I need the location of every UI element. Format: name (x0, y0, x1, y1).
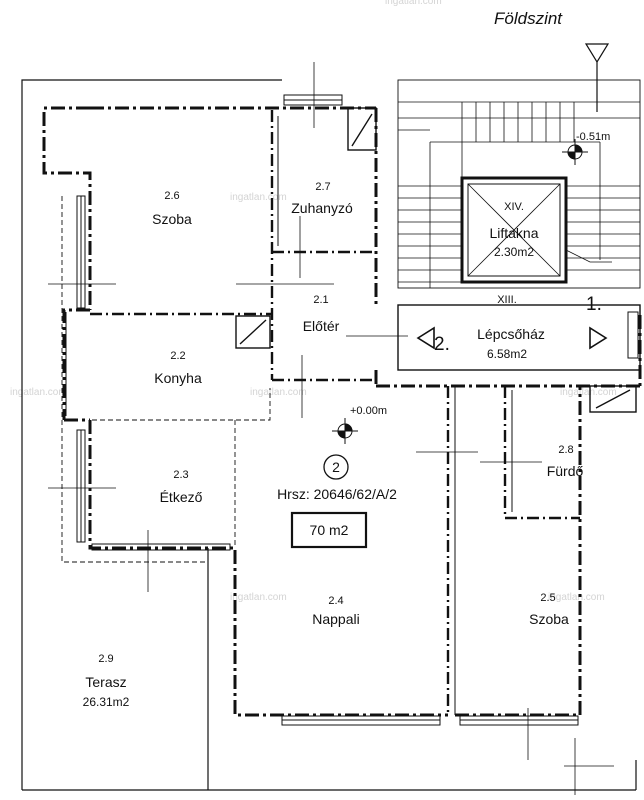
room-2-9-area: 26.31m2 (83, 695, 130, 709)
room-2-7-name: Zuhanyzó (291, 200, 353, 216)
stair-arrow-right-label: 1. (586, 294, 602, 315)
room-2-8-name: Fürdő (547, 463, 584, 479)
room-2-8-number: 2.8 (558, 444, 573, 456)
lift-name: Liftakna (489, 225, 538, 241)
watermark: ingatlan.com (230, 192, 287, 203)
stair-area: 6.58m2 (487, 347, 527, 361)
lift-number: XIV. (504, 201, 524, 213)
lift-shaft (460, 176, 568, 284)
vent-shafts (235, 107, 637, 413)
lift-area: 2.30m2 (494, 245, 534, 259)
site-outline (21, 79, 637, 791)
thin-partitions (65, 116, 513, 715)
watermark: ingatlan.com (10, 387, 67, 398)
unit-marker-circle (323, 454, 349, 480)
room-2-5-number: 2.5 (540, 592, 555, 604)
room-2-6-number: 2.6 (164, 190, 179, 202)
room-2-9-number: 2.9 (98, 653, 113, 665)
watermarks: ingatlan.com ingatlan.com ingatlan.com i… (10, 0, 617, 603)
room-2-2-name: Konyha (154, 370, 202, 386)
watermark: ingatlan.com (250, 387, 307, 398)
level-triangle (584, 43, 610, 112)
stair-arrows (416, 326, 608, 350)
room-2-9-name: Terasz (85, 674, 126, 690)
room-2-3-name: Étkező (160, 489, 203, 505)
windows (76, 94, 639, 726)
room-2-4-name: Nappali (312, 611, 359, 627)
room-2-6-name: Szoba (152, 211, 192, 227)
kitchen-divider (61, 196, 271, 563)
room-2-4-number: 2.4 (328, 595, 343, 607)
room-2-2-number: 2.2 (170, 350, 185, 362)
room-2-5-name: Szoba (529, 611, 569, 627)
stair-arrow-left-label: 2. (434, 334, 450, 355)
room-2-1-name: Előtér (303, 318, 340, 334)
unit-hrsz: Hrsz: 20646/62/A/2 (277, 486, 397, 502)
watermark: ingatlan.com (230, 592, 287, 603)
axis-lines (48, 62, 614, 795)
level-markers (332, 139, 588, 444)
unit-area: 70 m2 (310, 522, 349, 538)
watermark: ingatlan.com (548, 592, 605, 603)
room-2-1-number: 2.1 (313, 294, 328, 306)
watermark: ingatlan.com (560, 387, 617, 398)
stair-number: XIII. (497, 294, 517, 306)
stair-name: Lépcsőház (477, 326, 545, 342)
floor-title: Földszint (494, 9, 563, 28)
interior-walls (90, 110, 580, 715)
floor-level: +0.00m (350, 405, 387, 417)
room-2-7-number: 2.7 (315, 181, 330, 193)
unit-area-box (290, 511, 368, 549)
staircase (397, 79, 641, 371)
room-2-3-number: 2.3 (173, 469, 188, 481)
watermark: ingatlan.com (385, 0, 442, 7)
stair-level: -0.51m (576, 131, 610, 143)
unit-marker-label: 2 (332, 459, 340, 475)
